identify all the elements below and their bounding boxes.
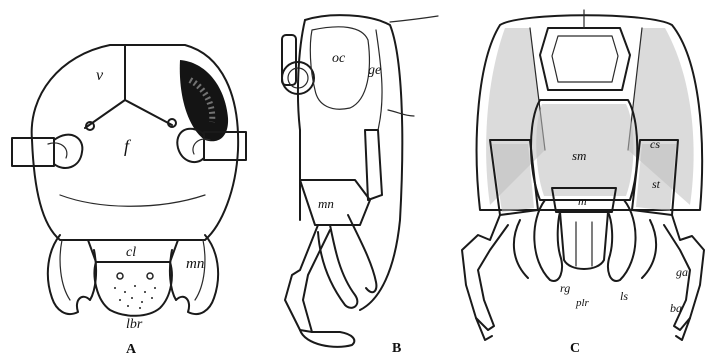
label-oc: oc (332, 51, 346, 66)
panel-b-caption: B (392, 341, 401, 356)
label-mn-b: mn (318, 196, 334, 211)
panel-c-head-ventral: sm m st cs rg plr ls ga ba C (462, 10, 704, 356)
panel-b-head-lateral: oc ge mn B (282, 15, 438, 356)
label-sm: sm (572, 148, 586, 163)
label-cl: cl (126, 245, 136, 260)
panel-c-caption: C (570, 341, 580, 356)
label-f: f (124, 136, 132, 156)
label-rg: rg (560, 281, 570, 295)
label-v: v (96, 67, 104, 84)
label-lbr: lbr (126, 317, 143, 332)
label-cs: cs (650, 137, 660, 151)
label-plr: plr (575, 297, 590, 309)
label-mn: mn (186, 256, 204, 272)
label-ga: ga (676, 265, 688, 279)
label-ge: ge (368, 63, 381, 78)
label-st: st (652, 177, 661, 191)
panel-a-caption: A (126, 342, 137, 357)
label-ba: ba (670, 301, 682, 315)
panel-a-head-frontal: v f cl mn lbr A (12, 45, 246, 357)
label-ls: ls (620, 289, 628, 303)
label-m: m (578, 194, 587, 208)
